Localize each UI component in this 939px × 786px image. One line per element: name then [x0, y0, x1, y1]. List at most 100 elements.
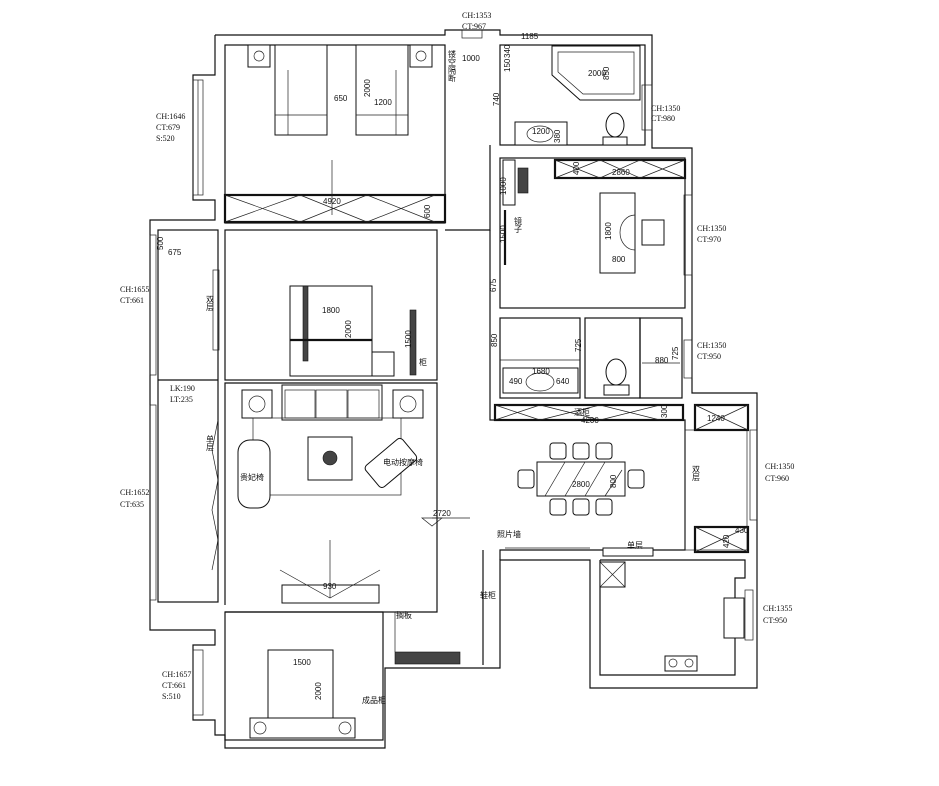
bedroom2: [289, 285, 417, 377]
ceiling-height: 2720: [433, 509, 451, 518]
door-note: LK:190: [170, 384, 195, 393]
chaise: [237, 439, 271, 509]
dimension: 1200: [532, 127, 550, 136]
dimension: 650: [334, 94, 348, 103]
toilet: [605, 112, 625, 138]
window-note: CH:1646: [156, 112, 185, 121]
dimension: 2800: [572, 480, 590, 489]
window-note: CT:960: [765, 474, 789, 483]
wardrobe: [223, 193, 447, 224]
window-note: CT:950: [697, 352, 721, 361]
study: [502, 158, 687, 274]
living-room: [237, 384, 470, 604]
window-note: CT:967: [462, 22, 486, 31]
mirror-label: 镜子: [514, 216, 523, 233]
bed: [355, 44, 409, 136]
window-note: CH:1350: [697, 341, 726, 350]
window-note: CT:635: [120, 500, 144, 509]
double-layer-label: 双层: [206, 295, 215, 312]
bed: [289, 285, 373, 377]
window-note: CH:1353: [462, 11, 491, 20]
window-note: CH:1655: [120, 285, 149, 294]
single-layer-label: 单层: [627, 540, 643, 550]
dimension: 380: [553, 129, 562, 143]
window-note: CH:1355: [763, 604, 792, 613]
dimension: 300: [660, 404, 669, 418]
dimension: 600: [423, 204, 432, 218]
dimension: 1500: [293, 658, 311, 667]
dimension: 1500: [499, 225, 508, 243]
wardrobe-label: 柜: [419, 357, 427, 367]
bed: [274, 44, 328, 136]
tv-cabinet: [281, 584, 380, 604]
sofa: [281, 384, 383, 421]
bottom-bedroom: [249, 611, 461, 739]
dimension: 2000: [363, 79, 372, 97]
window-note: S:510: [162, 692, 181, 701]
dimension: 675: [489, 278, 498, 292]
shoe-cabinet-label: 鞋柜: [480, 590, 496, 600]
massage-chair-label: 电动按摩椅: [383, 457, 423, 467]
dimension: 1200: [374, 98, 392, 107]
dimension: 740: [492, 92, 501, 106]
nightstand: [247, 44, 271, 68]
single-layer-label: 单层: [206, 434, 215, 452]
window-note: CH:1350: [765, 462, 794, 471]
nightstand: [409, 44, 433, 68]
dimension: 1500: [404, 330, 413, 348]
dimension: 4920: [323, 197, 341, 206]
dimension: 1680: [532, 367, 550, 376]
window-note: CT:970: [697, 235, 721, 244]
dimension: 850: [602, 66, 611, 80]
desk: [599, 192, 636, 274]
dimension: 1000: [462, 54, 480, 63]
double-layer-label: 双层: [692, 465, 701, 482]
dimension: 800: [612, 255, 626, 264]
dimension: 500: [156, 236, 165, 250]
dimension: 400: [572, 161, 581, 175]
window-note: CT:661: [162, 681, 186, 690]
dimension: 420: [722, 534, 731, 548]
dimension: 725: [671, 346, 680, 360]
dining-table: [536, 461, 626, 497]
window-note: CT:950: [763, 616, 787, 625]
dimension: 4200: [581, 416, 599, 425]
dimension: 1185: [521, 32, 539, 41]
shelf-label: 搁板: [396, 610, 412, 620]
dimension: 490: [509, 377, 523, 386]
top-bath: [514, 45, 641, 146]
dimension: 150: [503, 58, 512, 72]
dimension: 850: [490, 333, 499, 347]
wine-cabinet-label: 酒柜: [574, 407, 590, 417]
dimension: 930: [323, 582, 337, 591]
dimension: 725: [574, 338, 583, 352]
dimension: 880: [655, 356, 669, 365]
window-note: CT:980: [651, 114, 675, 123]
sink: [723, 597, 745, 639]
photo-wall-label: 照片墙: [497, 529, 521, 539]
window-note: CT:661: [120, 296, 144, 305]
partition-label: 镂空隔断: [448, 49, 457, 83]
dimension: 1800: [604, 222, 613, 240]
stove: [664, 655, 698, 672]
dimension: 2000: [344, 320, 353, 338]
vanity: [502, 367, 579, 394]
dimension: 675: [168, 248, 182, 257]
massage-chair: [364, 437, 418, 488]
windows: [149, 29, 758, 716]
dimension: 1240: [707, 414, 725, 423]
door-note: LT:235: [170, 395, 193, 404]
dining: [493, 403, 750, 672]
window-note: CH:1350: [697, 224, 726, 233]
dimension: 2860: [612, 168, 630, 177]
master-bedroom: [223, 44, 447, 224]
dimension: 640: [556, 377, 570, 386]
cabinet-label: 成品柜: [362, 695, 386, 705]
window-note: CH:1350: [651, 104, 680, 113]
window-note: CT:679: [156, 123, 180, 132]
dimension: 1800: [322, 306, 340, 315]
dimension: 340: [503, 44, 512, 58]
annotations: CH:1353 CT:967 CH:1646 CT:679 S:520 CH:1…: [120, 11, 794, 705]
wine-cabinet: [493, 403, 685, 422]
